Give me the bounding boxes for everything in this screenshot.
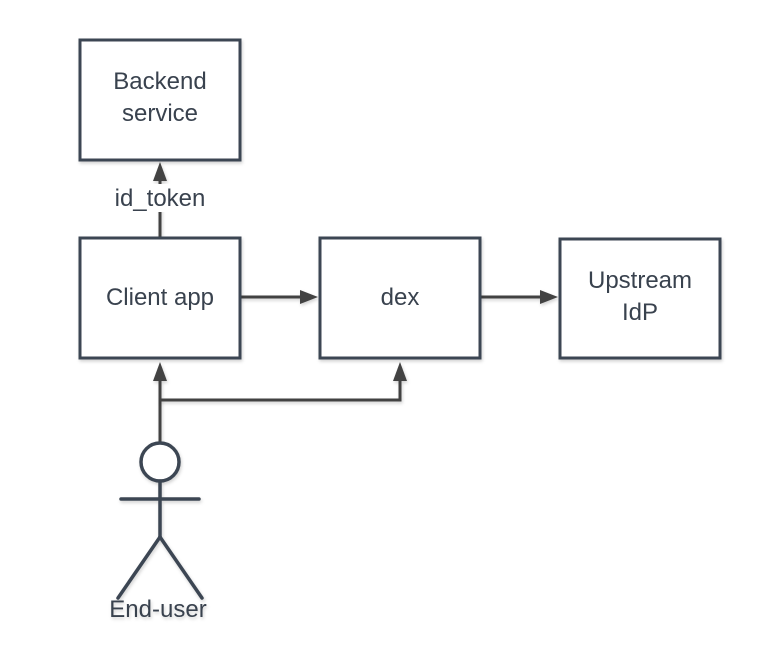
actor-head-icon xyxy=(139,441,181,483)
node-client-app: Client app xyxy=(78,236,242,360)
node-dex: dex xyxy=(318,236,482,360)
node-box xyxy=(78,38,242,162)
arrowhead-up-icon xyxy=(153,162,167,181)
node-label-upstream-line1: Upstream xyxy=(588,267,692,294)
actor-left-leg-icon xyxy=(116,535,162,600)
node-backend-service: Backend service xyxy=(78,38,242,162)
edge-label-background xyxy=(102,184,218,212)
node-box xyxy=(78,236,242,360)
node-box xyxy=(558,237,722,360)
actor-end-user: End-user xyxy=(109,441,207,623)
edge-dex-to-upstream xyxy=(480,290,558,304)
arrowhead-up-icon xyxy=(393,362,407,381)
node-label-client-app: Client app xyxy=(106,284,214,311)
arrowhead-right-icon xyxy=(300,290,318,304)
actor-label-end-user: End-user xyxy=(109,596,206,623)
node-box xyxy=(318,236,482,360)
edge-user-to-client xyxy=(153,362,167,443)
edge-label-id-token: id_token xyxy=(115,185,206,212)
edge-client-to-dex xyxy=(240,290,318,304)
node-label-dex: dex xyxy=(381,284,420,311)
node-label-backend-line1: Backend xyxy=(113,68,206,95)
node-label-upstream-line2: IdP xyxy=(622,299,658,326)
arrowhead-right-icon xyxy=(540,290,558,304)
edge-user-to-dex xyxy=(160,362,407,402)
actor-right-leg-icon xyxy=(158,535,204,600)
node-upstream-idp: Upstream IdP xyxy=(558,237,722,360)
arrowhead-up-icon xyxy=(153,362,167,381)
edge-line xyxy=(160,378,402,402)
node-label-backend-line2: service xyxy=(122,100,198,127)
